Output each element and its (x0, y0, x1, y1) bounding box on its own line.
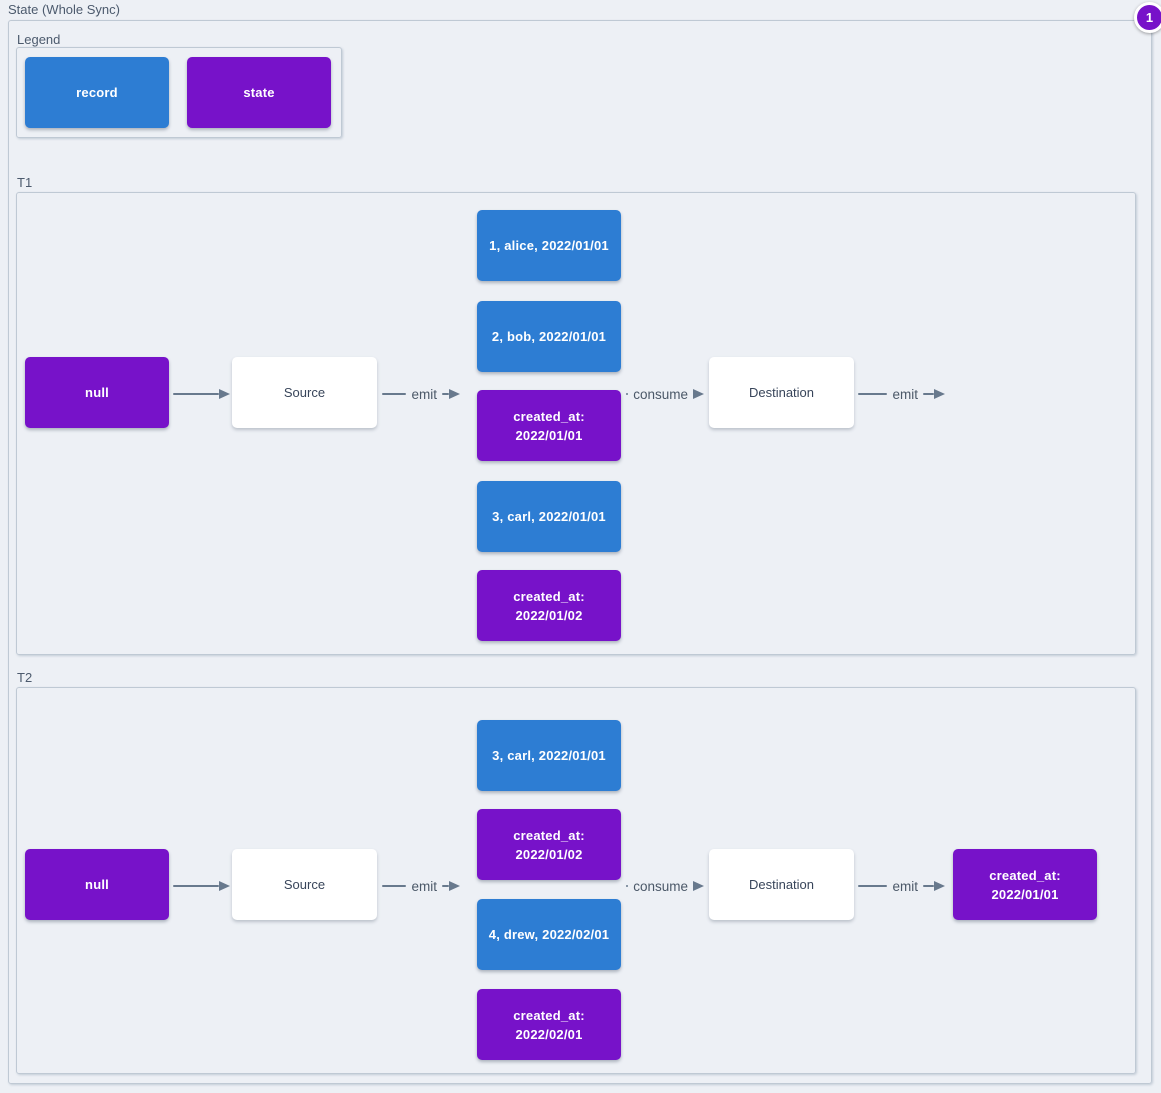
t1-consume-label: consume (633, 386, 688, 402)
arrow-line (442, 392, 449, 396)
t1-emit-out-label: emit (892, 386, 918, 402)
legend-record-swatch: record (25, 57, 169, 128)
t2-state-created-at-2: created_at: 2022/02/01 (477, 989, 621, 1060)
t2-consume-label: consume (633, 878, 688, 894)
t1-record-alice: 1, alice, 2022/01/01 (477, 210, 621, 281)
t2-emit-label: emit (411, 878, 437, 894)
arrow-line (923, 392, 934, 396)
t2-emit-out-label: emit (892, 878, 918, 894)
arrow-line (382, 884, 407, 888)
arrowhead-icon (219, 881, 230, 891)
t1-state-created-at-1: created_at: 2022/01/01 (477, 390, 621, 461)
arrow-line (382, 392, 407, 396)
t1-emit-out-arrow: emit (858, 385, 945, 403)
t2-output-state-node: created_at: 2022/01/01 (953, 849, 1097, 920)
t2-emit-arrow: emit (382, 877, 460, 895)
t1-group-box (16, 192, 1136, 655)
t2-group-box (16, 687, 1136, 1074)
t1-null-to-source-arrow (173, 385, 230, 403)
arrow-line (858, 392, 888, 396)
arrowhead-icon (693, 389, 704, 399)
t1-source-node: Source (232, 357, 377, 428)
arrow-line (858, 884, 888, 888)
t1-emit-arrow: emit (382, 385, 460, 403)
t2-record-drew: 4, drew, 2022/02/01 (477, 899, 621, 970)
t1-destination-node: Destination (709, 357, 854, 428)
t2-destination-node: Destination (709, 849, 854, 920)
arrow-line (626, 884, 629, 888)
t2-consume-arrow: consume (626, 877, 704, 895)
t2-null-to-source-arrow (173, 877, 230, 895)
arrowhead-icon (934, 881, 945, 891)
arrowhead-icon (449, 881, 460, 891)
t2-record-carl: 3, carl, 2022/01/01 (477, 720, 621, 791)
t2-source-node: Source (232, 849, 377, 920)
arrow-line (923, 884, 934, 888)
t2-title: T2 (17, 670, 33, 685)
t1-state-created-at-2: created_at: 2022/01/02 (477, 570, 621, 641)
t1-record-bob: 2, bob, 2022/01/01 (477, 301, 621, 372)
arrow-line (442, 884, 449, 888)
t2-state-created-at-1: created_at: 2022/01/02 (477, 809, 621, 880)
t1-record-carl: 3, carl, 2022/01/01 (477, 481, 621, 552)
t2-emit-out-arrow: emit (858, 877, 945, 895)
arrowhead-icon (449, 389, 460, 399)
t1-emit-label: emit (411, 386, 437, 402)
legend-group-box (16, 47, 342, 138)
step-badge: 1 (1134, 2, 1161, 33)
arrow-line (173, 392, 219, 396)
t1-title: T1 (17, 175, 33, 190)
arrow-line (173, 884, 219, 888)
legend-title: Legend (17, 32, 61, 47)
arrowhead-icon (693, 881, 704, 891)
legend-state-swatch: state (187, 57, 331, 128)
arrowhead-icon (219, 389, 230, 399)
diagram-title: State (Whole Sync) (8, 2, 120, 17)
t2-null-state-node: null (25, 849, 169, 920)
t1-null-state-node: null (25, 357, 169, 428)
arrowhead-icon (934, 389, 945, 399)
arrow-line (626, 392, 629, 396)
t1-consume-arrow: consume (626, 385, 704, 403)
whole-sync-group-box (8, 20, 1152, 1084)
